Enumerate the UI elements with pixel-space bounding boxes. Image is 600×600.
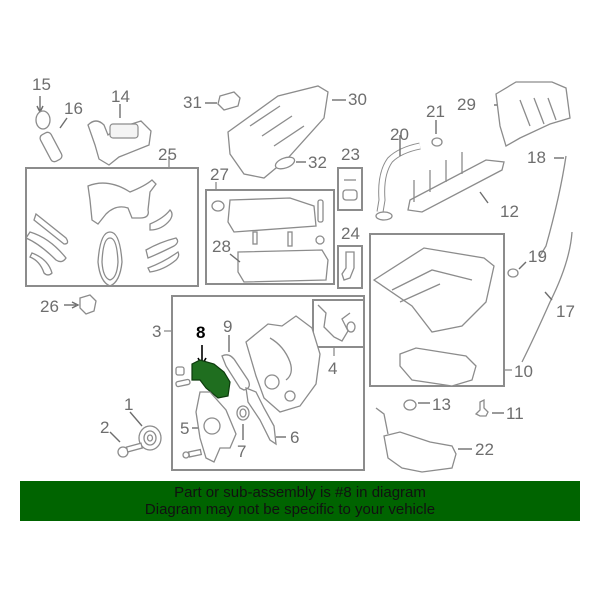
banner-part-note: Part or sub-assembly is #8 in diagram — [174, 484, 426, 501]
part-13-plug — [403, 399, 430, 411]
callout-13[interactable]: 13 — [432, 395, 451, 414]
part-4-gasket — [317, 304, 356, 356]
part-11-bolt — [474, 398, 504, 417]
callout-5[interactable]: 5 — [180, 419, 190, 438]
part-30-intake-manifold — [227, 85, 346, 179]
callout-24[interactable]: 24 — [341, 224, 360, 243]
part-21-washer — [431, 120, 443, 147]
part-22-oil-pump — [375, 407, 472, 473]
callout-7[interactable]: 7 — [237, 442, 247, 461]
part-10-oil-pan — [372, 247, 495, 387]
callout-30[interactable]: 30 — [348, 90, 367, 109]
part-20-dipstick-tube — [375, 135, 421, 221]
part-16-oil-filter — [39, 117, 68, 163]
callout-25[interactable]: 25 — [158, 145, 177, 164]
part-17-dipstick — [521, 231, 573, 363]
info-banner: Part or sub-assembly is #8 in diagram Di… — [20, 481, 580, 521]
part-26-sensor — [64, 294, 97, 315]
callout-15[interactable]: 15 — [32, 75, 51, 94]
callout-11[interactable]: 11 — [506, 404, 524, 423]
part-32-gasket — [274, 156, 306, 170]
part-27-valve-cover — [211, 197, 329, 283]
callout-23[interactable]: 23 — [341, 145, 360, 164]
callout-14[interactable]: 14 — [111, 87, 130, 106]
part-5-water-pump-housing — [182, 391, 237, 463]
part-3-box-outline — [171, 295, 365, 471]
callout-6[interactable]: 6 — [290, 428, 300, 447]
callout-17[interactable]: 17 — [556, 302, 575, 321]
part-24-oil-fill-tube — [341, 251, 355, 281]
part-15-oil-filter-cap — [35, 96, 51, 130]
callout-1[interactable]: 1 — [124, 395, 134, 414]
callout-26[interactable]: 26 — [40, 297, 59, 316]
callout-9[interactable]: 9 — [223, 317, 233, 336]
callout-8-highlighted[interactable]: 8 — [196, 323, 206, 342]
part-19-o-ring — [507, 261, 527, 278]
callout-18[interactable]: 18 — [527, 148, 546, 167]
part-25-timing-kit — [25, 156, 180, 287]
part-9-seal — [221, 335, 250, 391]
callout-21[interactable]: 21 — [426, 102, 445, 121]
banner-disclaimer: Diagram may not be specific to your vehi… — [144, 501, 436, 518]
part-8-highlighted — [175, 345, 231, 399]
callout-32[interactable]: 32 — [308, 153, 327, 172]
part-7-seal — [236, 405, 250, 440]
part-timing-cover — [245, 315, 321, 413]
part-2-bolt — [109, 431, 144, 458]
callout-4[interactable]: 4 — [328, 359, 338, 378]
callout-3[interactable]: 3 — [152, 322, 162, 341]
part-12-windage-tray — [407, 152, 505, 213]
callout-22[interactable]: 22 — [475, 440, 494, 459]
part-18-dipstick-tube — [539, 155, 567, 257]
callout-20[interactable]: 20 — [390, 125, 409, 144]
part-31-gasket — [205, 91, 241, 111]
part-6-gasket — [245, 386, 286, 446]
part-14-oil-filter-housing — [87, 104, 152, 166]
callout-28[interactable]: 28 — [212, 237, 231, 256]
callout-19[interactable]: 19 — [528, 247, 547, 266]
callout-12[interactable]: 12 — [500, 202, 519, 221]
callout-31[interactable]: 31 — [183, 93, 202, 112]
callout-27[interactable]: 27 — [210, 165, 229, 184]
callout-16[interactable]: 16 — [64, 99, 83, 118]
part-29-intake-manifold — [494, 81, 571, 147]
callout-10[interactable]: 10 — [514, 362, 533, 381]
part-1-pulley — [129, 411, 162, 451]
callout-2[interactable]: 2 — [100, 418, 110, 437]
part-23-oil-cap — [342, 179, 358, 201]
callout-29[interactable]: 29 — [457, 95, 476, 114]
